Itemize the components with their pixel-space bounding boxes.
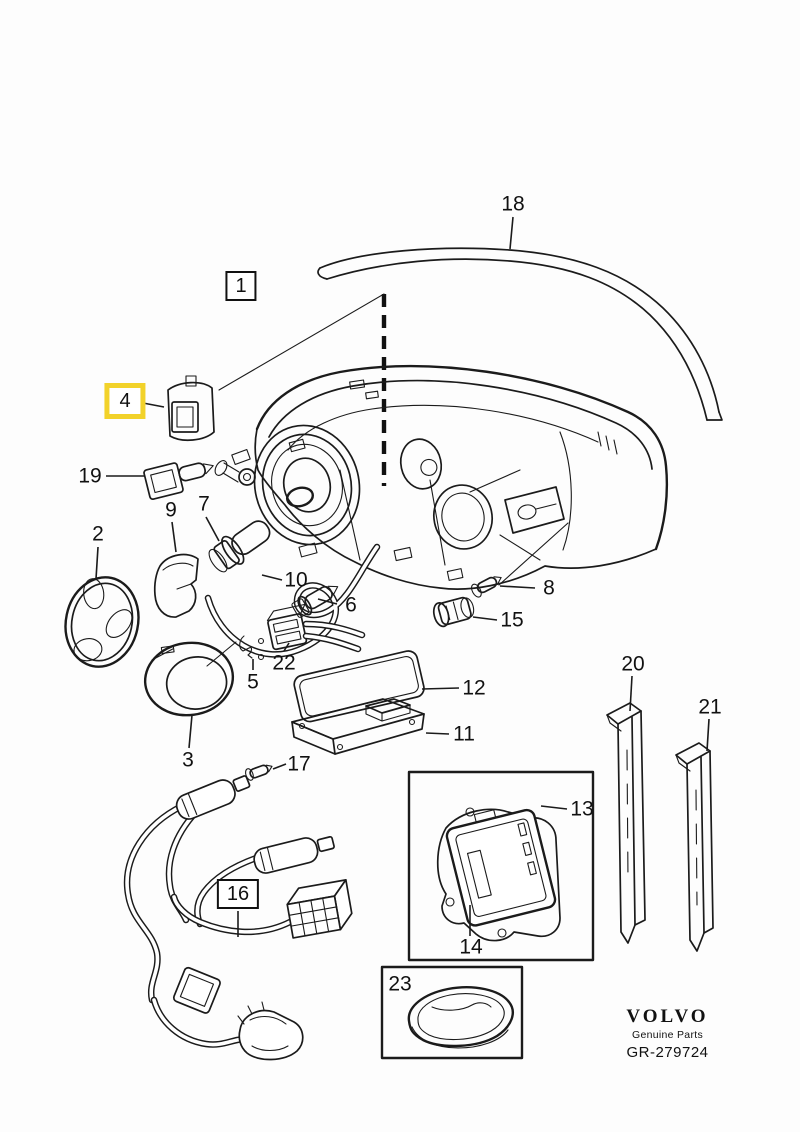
part-label-3[interactable]: 3 (182, 748, 194, 772)
leader-line-11 (425, 732, 450, 735)
leader-line-2 (95, 546, 99, 580)
part-label-21[interactable]: 21 (698, 695, 722, 719)
graphic-code: GR-279724 (626, 1044, 709, 1061)
part-label-17[interactable]: 17 (287, 752, 311, 776)
leader-line-20 (629, 675, 633, 712)
leader-line-9 (171, 521, 177, 553)
part-label-18[interactable]: 18 (501, 192, 525, 216)
volvo-logo-block: VOLVO Genuine Parts GR-279724 (600, 1006, 735, 1061)
gasket-12 (293, 650, 425, 723)
mini-bulb-17 (245, 764, 273, 781)
bulb-socket-15 (432, 596, 475, 628)
small-bulb-8 (471, 576, 502, 598)
part-label-10[interactable]: 10 (284, 568, 308, 592)
part-label-5[interactable]: 5 (247, 670, 259, 694)
cover-cap-9 (153, 553, 199, 618)
ballast-11 (291, 698, 425, 755)
bezel-cap-3 (143, 641, 235, 717)
leader-line-13 (540, 805, 568, 810)
part-label-12[interactable]: 12 (462, 676, 486, 700)
part-label-20[interactable]: 20 (621, 652, 645, 676)
wiring-harness-16 (123, 775, 353, 1061)
leader-line-21 (706, 718, 710, 752)
part-label-9[interactable]: 9 (165, 498, 177, 522)
part-label-7[interactable]: 7 (198, 492, 210, 516)
leader-line-17 (272, 763, 287, 770)
part-label-19[interactable]: 19 (78, 464, 102, 488)
detail-box-13-14 (407, 770, 595, 962)
trim-stick-20 (606, 702, 646, 944)
part-label-13[interactable]: 13 (570, 797, 594, 821)
levelling-motor-4 (167, 375, 215, 442)
trim-stick-21 (675, 742, 714, 952)
genuine-parts-text: Genuine Parts (631, 1029, 704, 1041)
leader-line-8 (499, 585, 536, 589)
leader-line-15 (472, 616, 498, 621)
leader-line-7 (205, 516, 220, 542)
part-label-4[interactable]: 4 (104, 383, 146, 419)
leader-line-4 (142, 402, 165, 408)
leader-line-12 (421, 687, 460, 690)
cover-ring-2 (64, 576, 140, 668)
part-label-16[interactable]: 16 (216, 879, 260, 909)
headlamp-housing (214, 365, 669, 590)
part-label-23[interactable]: 23 (388, 972, 412, 996)
bulb-cable-10 (204, 543, 381, 658)
part-label-22[interactable]: 22 (272, 651, 296, 675)
connector-22 (266, 603, 366, 653)
part-label-14[interactable]: 14 (459, 935, 483, 959)
hid-bulb-7 (208, 520, 271, 573)
trim-strip-18 (317, 247, 723, 421)
leader-line-10 (261, 574, 283, 581)
part-label-2[interactable]: 2 (92, 522, 104, 546)
part-label-8[interactable]: 8 (543, 576, 555, 600)
part-label-6[interactable]: 6 (345, 593, 357, 617)
volvo-logo: VOLVO (626, 1006, 709, 1027)
part-label-15[interactable]: 15 (500, 608, 524, 632)
halogen-bulb-6 (291, 585, 339, 618)
leader-line-6 (317, 598, 338, 605)
part-label-11[interactable]: 11 (453, 722, 475, 746)
bulb-holder-19 (143, 462, 214, 500)
leader-line-18 (509, 216, 514, 250)
leader-line-3 (188, 714, 193, 749)
leader-line-22 (283, 642, 290, 652)
leader-lines (95, 216, 710, 937)
assembly-axis (218, 293, 387, 486)
part-label-1[interactable]: 1 (225, 271, 257, 301)
detail-box-23 (380, 965, 524, 1060)
